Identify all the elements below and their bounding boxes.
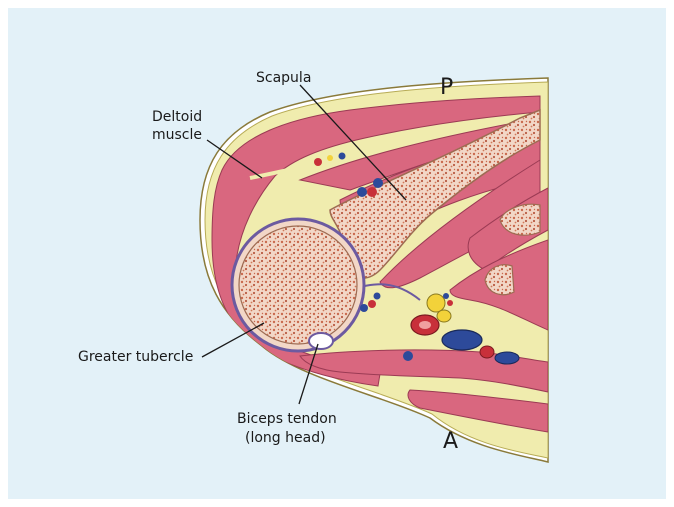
scapula-label: Scapula	[256, 70, 311, 86]
small-vessel-7	[373, 178, 383, 188]
greater-tubercle-label: Greater tubercle	[78, 349, 193, 365]
biceps-tendon	[309, 333, 333, 349]
small-vessel-8	[314, 158, 322, 166]
deltoid-label-line2: muscle	[152, 127, 202, 143]
small-vessel-12	[447, 300, 453, 306]
small-vessel-3	[368, 300, 376, 308]
small-vessel-4	[374, 293, 381, 300]
axillary-vein	[442, 330, 482, 350]
posterior-label: P	[440, 75, 453, 100]
deltoid-label-line1: Deltoid	[152, 109, 202, 125]
small-vessel-5	[357, 187, 367, 197]
artery-lumen	[419, 321, 431, 329]
small-vein	[495, 352, 519, 364]
anterior-label: A	[443, 429, 458, 454]
small-artery	[480, 346, 494, 358]
nerve-2	[437, 310, 451, 322]
small-vessel-1	[403, 351, 413, 361]
small-vessel-10	[339, 153, 346, 160]
biceps-label-line2: (long head)	[245, 430, 326, 446]
small-vessel-2	[360, 304, 368, 312]
small-vessel-9	[327, 155, 333, 161]
brachial-nerve	[427, 294, 445, 312]
small-vessel-6	[367, 187, 377, 197]
biceps-label-line1: Biceps tendon	[237, 411, 337, 427]
small-vessel-11	[443, 293, 449, 299]
